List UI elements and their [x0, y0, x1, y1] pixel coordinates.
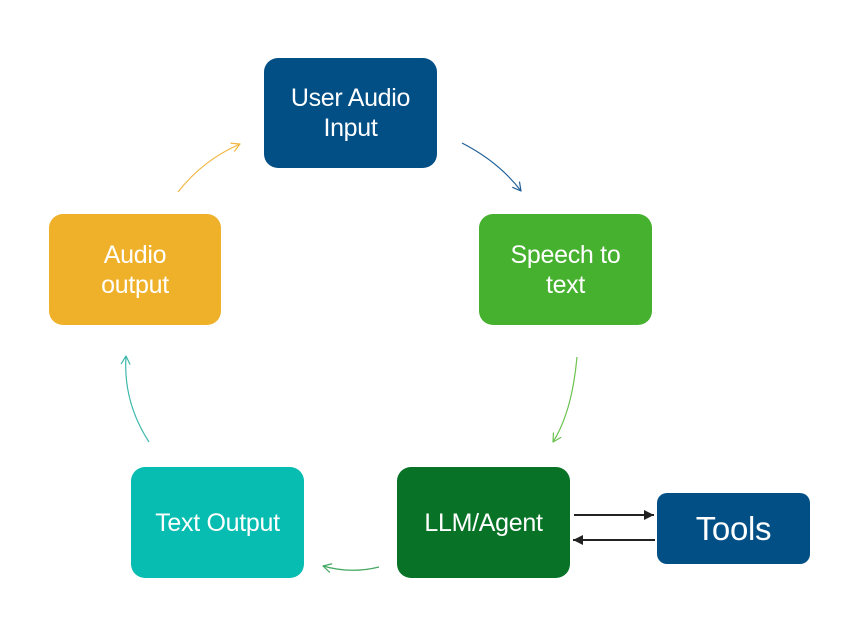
user-audio-input-box: User Audio Input — [264, 58, 437, 168]
arrow-audio-output-to-user-audio-input — [177, 143, 241, 193]
tools-box: Tools — [657, 493, 810, 564]
arrowhead-audio-output-to-user-audio-input — [230, 142, 241, 152]
arrowhead-llm-agent-to-text-output — [322, 563, 333, 573]
arrow-llm-agent-to-text-output — [322, 565, 380, 571]
arrowhead-speech-to-text-to-llm-agent — [552, 432, 562, 443]
arrowhead-text-output-to-audio-output — [120, 355, 131, 365]
arrowhead-llm-agent-to-tools — [644, 510, 654, 520]
speech-to-text-box: Speech to text — [479, 214, 652, 325]
arrow-user-audio-input-to-speech-to-text — [461, 142, 522, 192]
arrow-text-output-to-audio-output — [125, 355, 150, 443]
audio-output-box: Audio output — [49, 214, 221, 325]
arrow-speech-to-text-to-llm-agent — [552, 356, 578, 443]
arrowhead-tools-to-llm-agent — [573, 535, 583, 545]
arrowhead-user-audio-input-to-speech-to-text — [512, 181, 522, 192]
text-output-box: Text Output — [131, 467, 304, 578]
llm-agent-box: LLM/Agent — [397, 467, 570, 578]
